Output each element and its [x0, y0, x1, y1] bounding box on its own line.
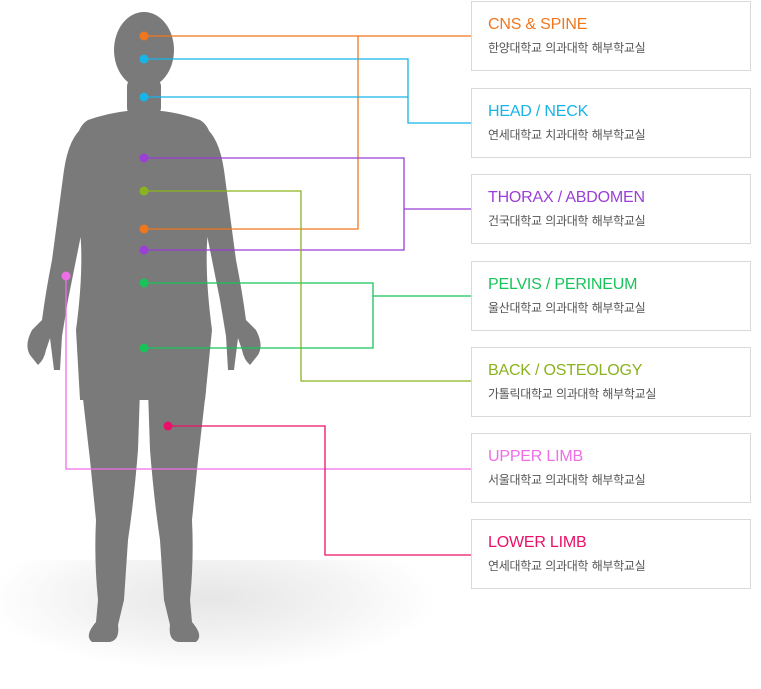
body-leg-left [82, 390, 140, 642]
card-upper-limb[interactable]: UPPER LIMB 서울대학교 의과대학 해부학교실 [471, 433, 751, 503]
marker-dot-cns-spine[interactable] [140, 225, 149, 234]
card-cns-spine[interactable]: CNS & SPINE 한양대학교 의과대학 해부학교실 [471, 1, 751, 71]
marker-dot-head-neck[interactable] [140, 93, 149, 102]
body-leg-right [148, 390, 206, 642]
card-back-osteology[interactable]: BACK / OSTEOLOGY 가톨릭대학교 의과대학 해부학교실 [471, 347, 751, 417]
card-subtitle: 연세대학교 치과대학 해부학교실 [488, 126, 750, 143]
body-silhouette [27, 12, 260, 642]
card-thorax-abdomen[interactable]: THORAX / ABDOMEN 건국대학교 의과대학 해부학교실 [471, 174, 751, 244]
card-title: PELVIS / PERINEUM [488, 275, 750, 295]
card-title: UPPER LIMB [488, 447, 750, 467]
body-head [114, 12, 174, 88]
marker-dot-thorax-abdomen[interactable] [140, 246, 149, 255]
card-title: HEAD / NECK [488, 102, 750, 122]
leader-line-head-neck [144, 59, 471, 123]
card-head-neck[interactable]: HEAD / NECK 연세대학교 치과대학 해부학교실 [471, 88, 751, 158]
card-title: CNS & SPINE [488, 15, 750, 35]
marker-dot-cns-spine[interactable] [140, 32, 149, 41]
marker-dot-head-neck[interactable] [140, 55, 149, 64]
card-title: BACK / OSTEOLOGY [488, 361, 750, 381]
marker-dot-lower-limb[interactable] [164, 422, 173, 431]
marker-dot-pelvis-perineum[interactable] [140, 344, 149, 353]
card-lower-limb[interactable]: LOWER LIMB 연세대학교 의과대학 해부학교실 [471, 519, 751, 589]
marker-dot-back-osteology[interactable] [140, 187, 149, 196]
marker-dot-pelvis-perineum[interactable] [140, 279, 149, 288]
card-pelvis-perineum[interactable]: PELVIS / PERINEUM 울산대학교 의과대학 해부학교실 [471, 261, 751, 331]
card-subtitle: 연세대학교 의과대학 해부학교실 [488, 557, 750, 574]
card-subtitle: 서울대학교 의과대학 해부학교실 [488, 471, 750, 488]
card-title: THORAX / ABDOMEN [488, 188, 750, 208]
leader-line-lower-limb [168, 426, 471, 555]
marker-dot-thorax-abdomen[interactable] [140, 154, 149, 163]
marker-dot-upper-limb[interactable] [62, 272, 71, 281]
card-subtitle: 울산대학교 의과대학 해부학교실 [488, 299, 750, 316]
card-title: LOWER LIMB [488, 533, 750, 553]
card-subtitle: 한양대학교 의과대학 해부학교실 [488, 39, 750, 56]
card-subtitle: 건국대학교 의과대학 해부학교실 [488, 212, 750, 229]
card-subtitle: 가톨릭대학교 의과대학 해부학교실 [488, 385, 750, 402]
